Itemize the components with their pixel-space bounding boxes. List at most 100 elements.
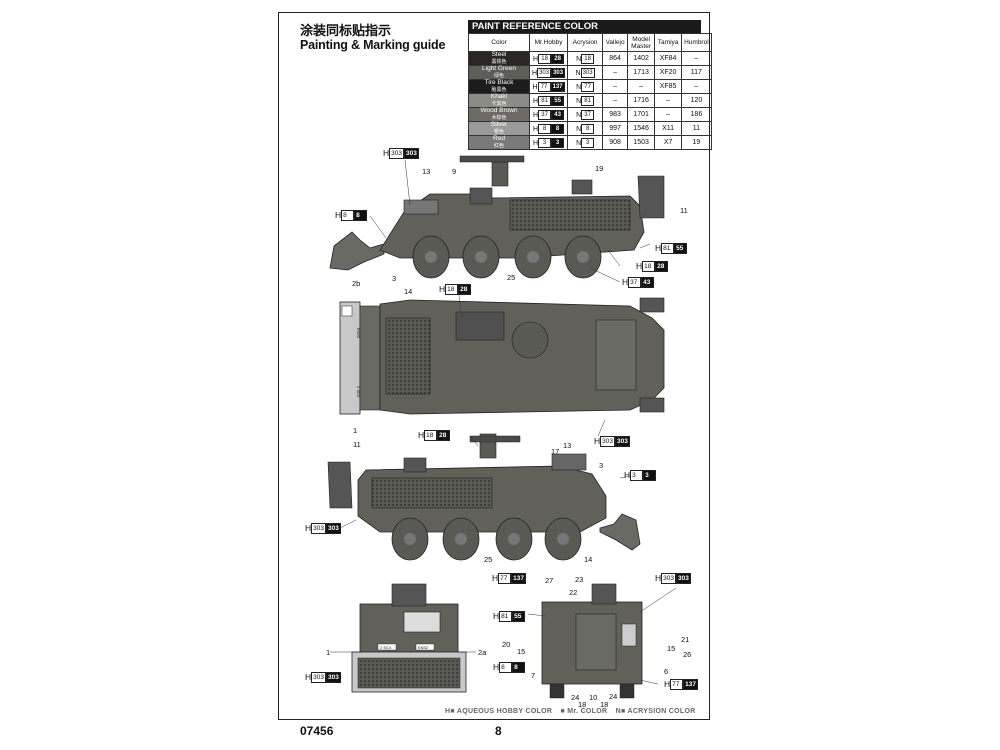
callout-24: 24 xyxy=(571,693,580,702)
callout-7: 7 xyxy=(531,671,536,680)
color-name: Steel xyxy=(491,51,507,58)
callout-1: 1 xyxy=(326,648,331,657)
bumper-marking-right: EN32 xyxy=(418,645,429,650)
paint-reference-title: PAINT REFERENCE COLOR xyxy=(468,20,701,33)
callout-25: 25 xyxy=(507,273,516,282)
callout-9: 9 xyxy=(452,167,457,176)
callout-17: 17 xyxy=(551,447,560,456)
color-name-cn: 红色 xyxy=(493,142,504,149)
color-name-cn: 银色 xyxy=(493,128,504,135)
side-view-left xyxy=(327,433,641,561)
color-name-cn: 卡其色 xyxy=(491,100,507,107)
color-name: Khaki xyxy=(490,93,508,100)
color-name-cn: 绿色 xyxy=(493,72,504,79)
bumper-marking-left: 2 SCX xyxy=(380,645,392,650)
callout-3: 3 xyxy=(392,274,397,283)
callout-2a: 2a xyxy=(478,648,487,657)
callout-25: 25 xyxy=(484,555,493,564)
callout-26: 26 xyxy=(683,650,692,659)
callout-23: 23 xyxy=(575,575,584,584)
column-header: Model Master xyxy=(627,33,656,52)
callout-15: 15 xyxy=(667,644,676,653)
tamiya-cell: X7 xyxy=(654,135,683,150)
bumper-marking-top: EN32 xyxy=(356,328,361,339)
callout-22: 22 xyxy=(569,588,578,597)
rear-view xyxy=(541,583,643,699)
modelmaster-cell: 1503 xyxy=(627,135,656,150)
legend-aqueous: H■ AQUEOUS HOBBY COLOR xyxy=(445,708,553,715)
bumper-marking-bottom: 2 SCX xyxy=(356,386,361,398)
color-name-cn: 黑铁色 xyxy=(491,58,507,65)
callout-13: 13 xyxy=(422,167,431,176)
color-name: Red xyxy=(493,135,505,142)
color-name: Wood Brown xyxy=(480,107,518,114)
color-name: Tire Black xyxy=(484,79,514,86)
callout-3: 3 xyxy=(599,461,604,470)
callout-11: 11 xyxy=(680,206,688,215)
callout-2b: 2b xyxy=(352,279,361,288)
callout-27: 27 xyxy=(545,576,554,585)
title-chinese: 涂装同标贴指示 xyxy=(300,23,392,38)
color-name: Silver xyxy=(490,121,508,128)
callout-21: 21 xyxy=(681,635,690,644)
callout-6: 6 xyxy=(664,667,669,676)
callout-1: 1 xyxy=(353,426,358,435)
callout-14: 14 xyxy=(404,287,413,296)
legend-mr-color: ■ Mr. COLOR xyxy=(560,708,608,715)
callout-13: 13 xyxy=(563,441,572,450)
page-number: 8 xyxy=(495,724,502,738)
column-header: Humbrol xyxy=(681,33,712,52)
color-name-cn: 木棕色 xyxy=(491,114,507,121)
page-title: Painting & Marking guide xyxy=(300,38,446,52)
kit-number: 07456 xyxy=(300,724,334,738)
callout-18: 18 xyxy=(578,700,587,709)
table-header-row: Color Mr.Hobby Acrysion Vallejo Model Ma… xyxy=(468,33,712,52)
top-view: EN32 2 SCX xyxy=(339,297,665,415)
callout-19: 19 xyxy=(595,164,604,173)
callout-15: 15 xyxy=(517,647,526,656)
callout-18: 18 xyxy=(600,700,609,709)
callout-24: 24 xyxy=(609,692,618,701)
paint-reference-table: Color Mr.Hobby Acrysion Vallejo Model Ma… xyxy=(468,33,712,150)
color-name: Light Green xyxy=(482,65,516,72)
legend-acrysion: N■ ACRYSION COLOR xyxy=(615,708,696,715)
tamiya-cell: XF20 xyxy=(654,65,683,80)
callout-14: 14 xyxy=(584,555,593,564)
color-legend: H■ AQUEOUS HOBBY COLOR ■ Mr. COLOR N■ AC… xyxy=(445,708,702,715)
humbrol-cell: 19 xyxy=(681,135,712,150)
callout-11: 11 xyxy=(353,440,361,449)
front-view: 2 SCX EN32 xyxy=(351,583,467,693)
color-name-cn: 胎黑色 xyxy=(491,86,507,93)
page-frame xyxy=(278,12,710,720)
callout-20: 20 xyxy=(502,640,511,649)
